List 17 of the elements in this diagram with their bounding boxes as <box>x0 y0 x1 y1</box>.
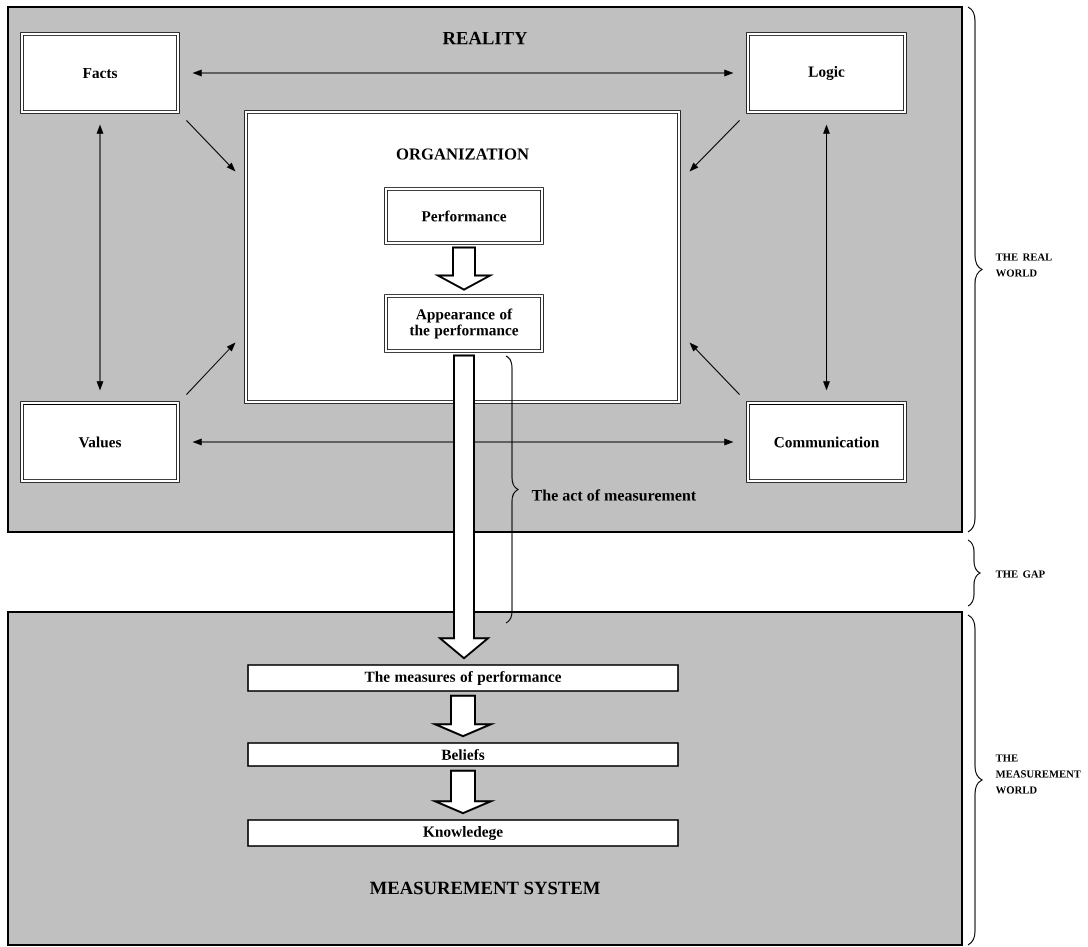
block-arrow <box>437 354 491 660</box>
block-arrow <box>434 246 494 291</box>
process-box: Communication <box>746 401 907 483</box>
brace-label: THE REAL WORLD <box>995 253 1052 277</box>
brace-label: The act of measurement <box>531 489 697 501</box>
block-arrow <box>430 769 496 815</box>
process-box: Performance <box>384 187 544 245</box>
process-box: Logic <box>746 32 907 114</box>
brace-label: THE MEASUREMENT WORLD <box>995 754 1081 794</box>
process-box: Facts <box>20 32 180 114</box>
process-box: Values <box>20 401 180 483</box>
process-box: Knowledege <box>247 819 679 847</box>
process-box: Beliefs <box>247 742 679 767</box>
block-arrow <box>430 694 496 738</box>
process-box: The measures of performance <box>247 664 679 692</box>
brace-label: THE GAP <box>995 570 1045 578</box>
process-box: Appearance of the performance <box>384 294 544 353</box>
